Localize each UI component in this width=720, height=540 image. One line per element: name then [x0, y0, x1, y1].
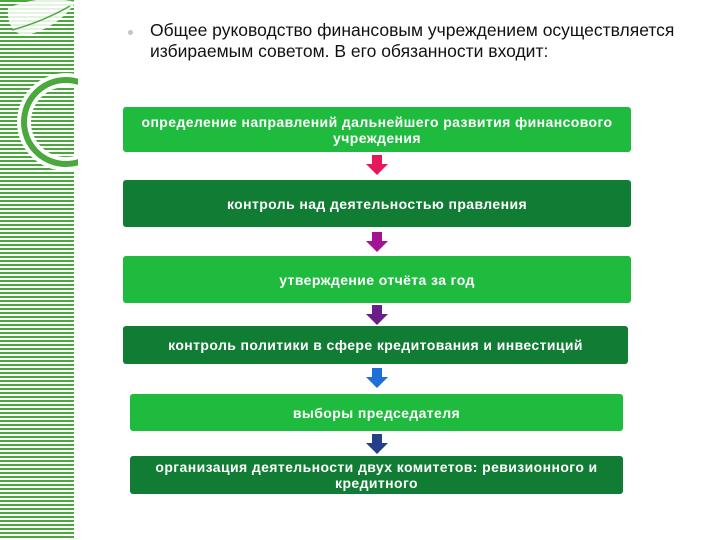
flow-step-4: контроль политики в сфере кредитования и…: [123, 326, 628, 364]
down-arrow-icon: [366, 232, 388, 252]
flow-step-2: контроль над деятельностью правления: [123, 180, 631, 227]
intro-bullet: Общее руководство финансовым учреждением…: [128, 20, 692, 62]
flow-step-1-label: определение направлений дальнейшего разв…: [141, 113, 613, 146]
flow-step-3: утверждение отчёта за год: [123, 256, 631, 303]
side-pattern: [0, 0, 78, 540]
flow-step-2-label: контроль над деятельностью правления: [226, 195, 528, 212]
flow-step-1: определение направлений дальнейшего разв…: [123, 107, 631, 152]
down-arrow-icon: [366, 368, 388, 388]
flow-step-6: организация деятельности двух комитетов:…: [130, 456, 623, 494]
leaf-shape: [7, 0, 76, 36]
intro-text: Общее руководство финансовым учреждением…: [150, 20, 675, 61]
decorative-side-panel: [0, 0, 78, 540]
flow-step-3-label: утверждение отчёта за год: [279, 271, 475, 288]
flow-step-5: выборы председателя: [130, 394, 623, 431]
down-arrow-icon: [366, 434, 388, 454]
flow-step-6-label: организация деятельности двух комитетов:…: [155, 459, 598, 491]
flow-step-5-label: выборы председателя: [292, 404, 461, 421]
flow-step-4-label: контроль политики в сфере кредитования и…: [168, 337, 583, 353]
bullet-icon: [128, 30, 133, 35]
down-arrow-icon: [366, 305, 388, 325]
down-arrow-icon: [366, 155, 388, 175]
